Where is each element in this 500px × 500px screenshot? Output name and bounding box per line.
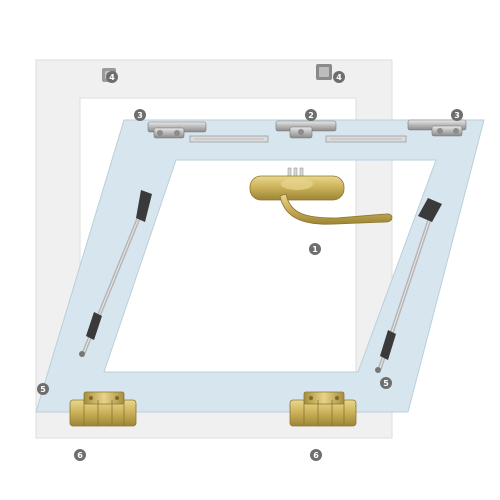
callout-handle: 1 xyxy=(309,243,321,255)
callout-stay-left: 5 xyxy=(37,383,49,395)
svg-text:3: 3 xyxy=(454,111,460,120)
callout-connector: 2 xyxy=(305,109,317,121)
friction-stay-right-icon xyxy=(375,198,442,373)
svg-text:4: 4 xyxy=(109,73,115,82)
svg-text:5: 5 xyxy=(40,385,46,394)
svg-text:5: 5 xyxy=(383,379,389,388)
brass-hinge-left-icon xyxy=(69,391,137,427)
svg-text:4: 4 xyxy=(336,73,342,82)
corner-guide-right-icon xyxy=(407,119,467,137)
top-connecting-rod-right xyxy=(325,135,407,143)
callout-hinge-left: 6 xyxy=(74,449,86,461)
friction-stay-left-icon xyxy=(79,190,152,357)
callout-corner-right: 3 xyxy=(451,109,463,121)
svg-text:6: 6 xyxy=(77,451,83,460)
svg-text:6: 6 xyxy=(313,451,319,460)
brass-window-handle-icon xyxy=(249,167,393,225)
callout-keeper-right: 4 xyxy=(333,71,345,83)
top-connecting-rod-left xyxy=(189,135,269,143)
keeper-right-icon xyxy=(316,64,332,80)
corner-guide-left-icon xyxy=(147,121,207,139)
callout-keeper-left: 4 xyxy=(106,71,118,83)
brass-hinge-right-icon xyxy=(289,391,357,427)
callout-corner-left: 3 xyxy=(134,109,146,121)
callout-hinge-right: 6 xyxy=(310,449,322,461)
svg-text:1: 1 xyxy=(312,245,318,254)
svg-text:2: 2 xyxy=(308,111,314,120)
window-sash xyxy=(35,119,485,413)
svg-text:3: 3 xyxy=(137,111,143,120)
callout-stay-right: 5 xyxy=(380,377,392,389)
connector-bracket-icon xyxy=(275,120,337,139)
